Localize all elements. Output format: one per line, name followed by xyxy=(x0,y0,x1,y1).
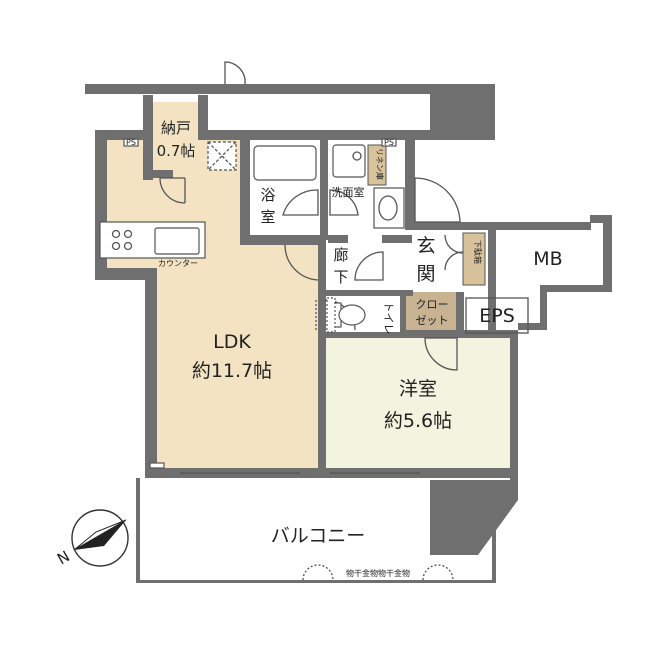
compass-label: N xyxy=(54,547,73,568)
ldk-name: LDK xyxy=(213,331,251,353)
bath-label-1: 浴 xyxy=(260,186,275,204)
washroom-label: 洗面室 xyxy=(332,185,365,199)
entrance-label-2: 関 xyxy=(416,263,435,285)
sink-icon xyxy=(154,227,200,255)
hall-label-1: 廊 xyxy=(333,246,348,264)
stove-icon xyxy=(111,229,133,251)
ps-label-1: PS xyxy=(126,138,136,147)
balcony-rail-right xyxy=(492,530,496,582)
doors xyxy=(159,61,464,474)
mb-label: MB xyxy=(533,248,562,270)
linen-cabinet xyxy=(367,144,387,186)
floor-marker xyxy=(149,462,165,469)
storage-floor xyxy=(152,102,200,174)
balcony-rail xyxy=(136,478,140,583)
linen-label: リネン庫 xyxy=(375,148,385,180)
eps-box xyxy=(465,297,529,334)
ldk-size: 約11.7帖 xyxy=(192,360,272,382)
bathtub xyxy=(253,145,317,181)
hall-floor xyxy=(324,240,409,290)
toilet-icon xyxy=(332,302,366,328)
fixtures xyxy=(99,138,496,583)
toilet-label: トイレ xyxy=(382,302,395,335)
fridge-space xyxy=(207,141,237,171)
closet-label-2: ゼット xyxy=(416,314,449,327)
balcony-rail-bottom xyxy=(136,580,496,583)
labels: LDK 約11.7帖 洋室 約5.6帖 納戸 0.7帖 浴 室 洗面室 廊 下 … xyxy=(126,119,563,578)
bath-label-2: 室 xyxy=(260,208,275,226)
shoe-box-label: 下駄箱 xyxy=(473,240,483,264)
counter-label: カウンター xyxy=(158,259,198,268)
shoe-box xyxy=(462,232,486,286)
balcony-label: バルコニー xyxy=(271,525,366,547)
storage-size: 0.7帖 xyxy=(157,142,196,160)
western-size: 約5.6帖 xyxy=(384,410,452,432)
storage-name: 納戸 xyxy=(161,119,191,137)
laundry-hangers-label: 物干金物物干金物 xyxy=(346,568,410,578)
ps-label-2: PS xyxy=(384,138,394,147)
compass-circle xyxy=(71,509,129,567)
eps-label: EPS xyxy=(479,305,515,327)
toilet-shelf xyxy=(326,297,336,333)
western-floor xyxy=(324,338,511,468)
washing-machine-pan xyxy=(332,144,366,178)
ps-box-2 xyxy=(381,138,397,147)
closet-label-1: クロー xyxy=(416,298,449,311)
entrance-label-1: 玄 xyxy=(416,235,435,257)
compass: N xyxy=(54,509,129,568)
ps-box-1 xyxy=(123,138,139,147)
western-name: 洋室 xyxy=(399,378,437,400)
closet-floor xyxy=(405,292,460,332)
hall-label-2: 下 xyxy=(333,268,348,286)
